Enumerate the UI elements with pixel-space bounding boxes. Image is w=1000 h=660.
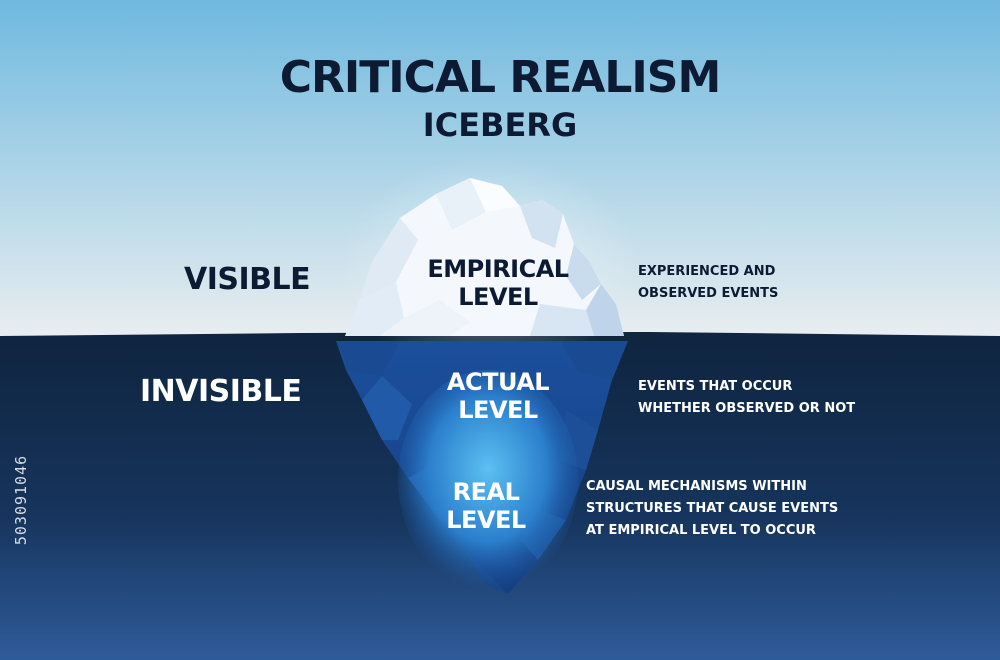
iceberg-underwater — [336, 341, 628, 594]
description-real: CAUSAL MECHANISMS WITHIN STRUCTURES THAT… — [586, 476, 838, 542]
description-real-line: AT EMPIRICAL LEVEL TO OCCUR — [586, 523, 816, 538]
description-real-line: STRUCTURES THAT CAUSE EVENTS — [586, 501, 839, 516]
iceberg-tip — [345, 178, 624, 336]
page-title: CRITICAL REALISM — [279, 52, 722, 103]
description-empirical-line: OBSERVED EVENTS — [638, 286, 779, 301]
iceberg-core — [398, 370, 578, 590]
level-actual: ACTUAL LEVEL — [400, 368, 596, 424]
level-empirical: EMPIRICAL LEVEL — [400, 255, 596, 311]
description-real-line: CAUSAL MECHANISMS WITHIN — [586, 479, 807, 494]
level-real-line1: REAL — [452, 478, 520, 506]
description-empirical-line: EXPERIENCED AND — [638, 264, 776, 279]
level-actual-line2: LEVEL — [458, 396, 538, 424]
stock-id-watermark: 503091046 — [10, 420, 32, 580]
stock-id-text: 503091046 — [12, 454, 30, 546]
level-real-line2: LEVEL — [446, 506, 526, 534]
description-actual: EVENTS THAT OCCUR WHETHER OBSERVED OR NO… — [638, 376, 855, 420]
level-empirical-line1: EMPIRICAL — [427, 255, 569, 283]
description-actual-line: WHETHER OBSERVED OR NOT — [638, 401, 856, 416]
level-empirical-line2: LEVEL — [458, 283, 538, 311]
description-empirical: EXPERIENCED AND OBSERVED EVENTS — [638, 261, 778, 305]
description-actual-line: EVENTS THAT OCCUR — [638, 379, 793, 394]
page-subtitle: ICEBERG — [422, 106, 578, 144]
level-real: REAL LEVEL — [400, 478, 572, 534]
zone-label-visible: VISIBLE — [184, 262, 311, 297]
zone-label-invisible: INVISIBLE — [140, 374, 302, 409]
level-actual-line1: ACTUAL — [446, 368, 550, 396]
